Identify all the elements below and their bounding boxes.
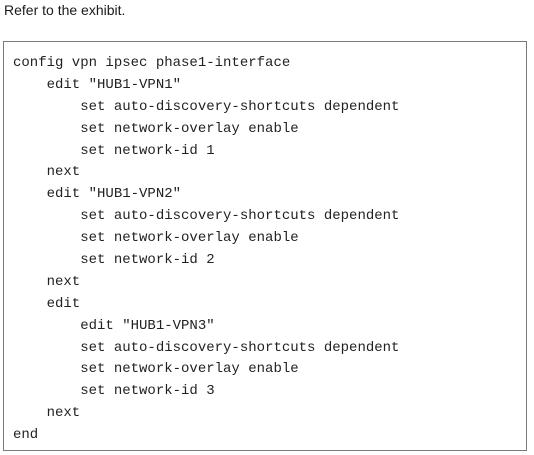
code-line: set auto-discovery-shortcuts dependent (13, 208, 400, 225)
code-line: next (13, 164, 81, 181)
code-line: edit "HUB1-VPN2" (13, 186, 182, 203)
code-line: config vpn ipsec phase1-interface (13, 55, 291, 71)
code-line: end (13, 427, 39, 444)
code-line: set network-overlay enable (13, 120, 299, 137)
code-line: set network-id 2 (13, 252, 215, 269)
code-line: next (13, 405, 81, 422)
code-line: set auto-discovery-shortcuts dependent (13, 98, 400, 115)
exhibit-box (3, 41, 527, 451)
code-line: edit "HUB1-VPN3" (13, 317, 215, 334)
code-line: edit "HUB1-VPN1" (13, 76, 182, 93)
config-code-block: config vpn ipsec phase1-interface edit "… (13, 53, 399, 447)
code-line: set auto-discovery-shortcuts dependent (13, 339, 400, 356)
exhibit-heading: Refer to the exhibit. (4, 2, 126, 18)
code-line: next (13, 273, 81, 290)
code-line: set network-overlay enable (13, 230, 299, 247)
code-line: set network-id 3 (13, 383, 215, 400)
code-line: set network-id 1 (13, 142, 215, 159)
code-line: set network-overlay enable (13, 361, 299, 378)
code-line: edit (13, 295, 81, 312)
